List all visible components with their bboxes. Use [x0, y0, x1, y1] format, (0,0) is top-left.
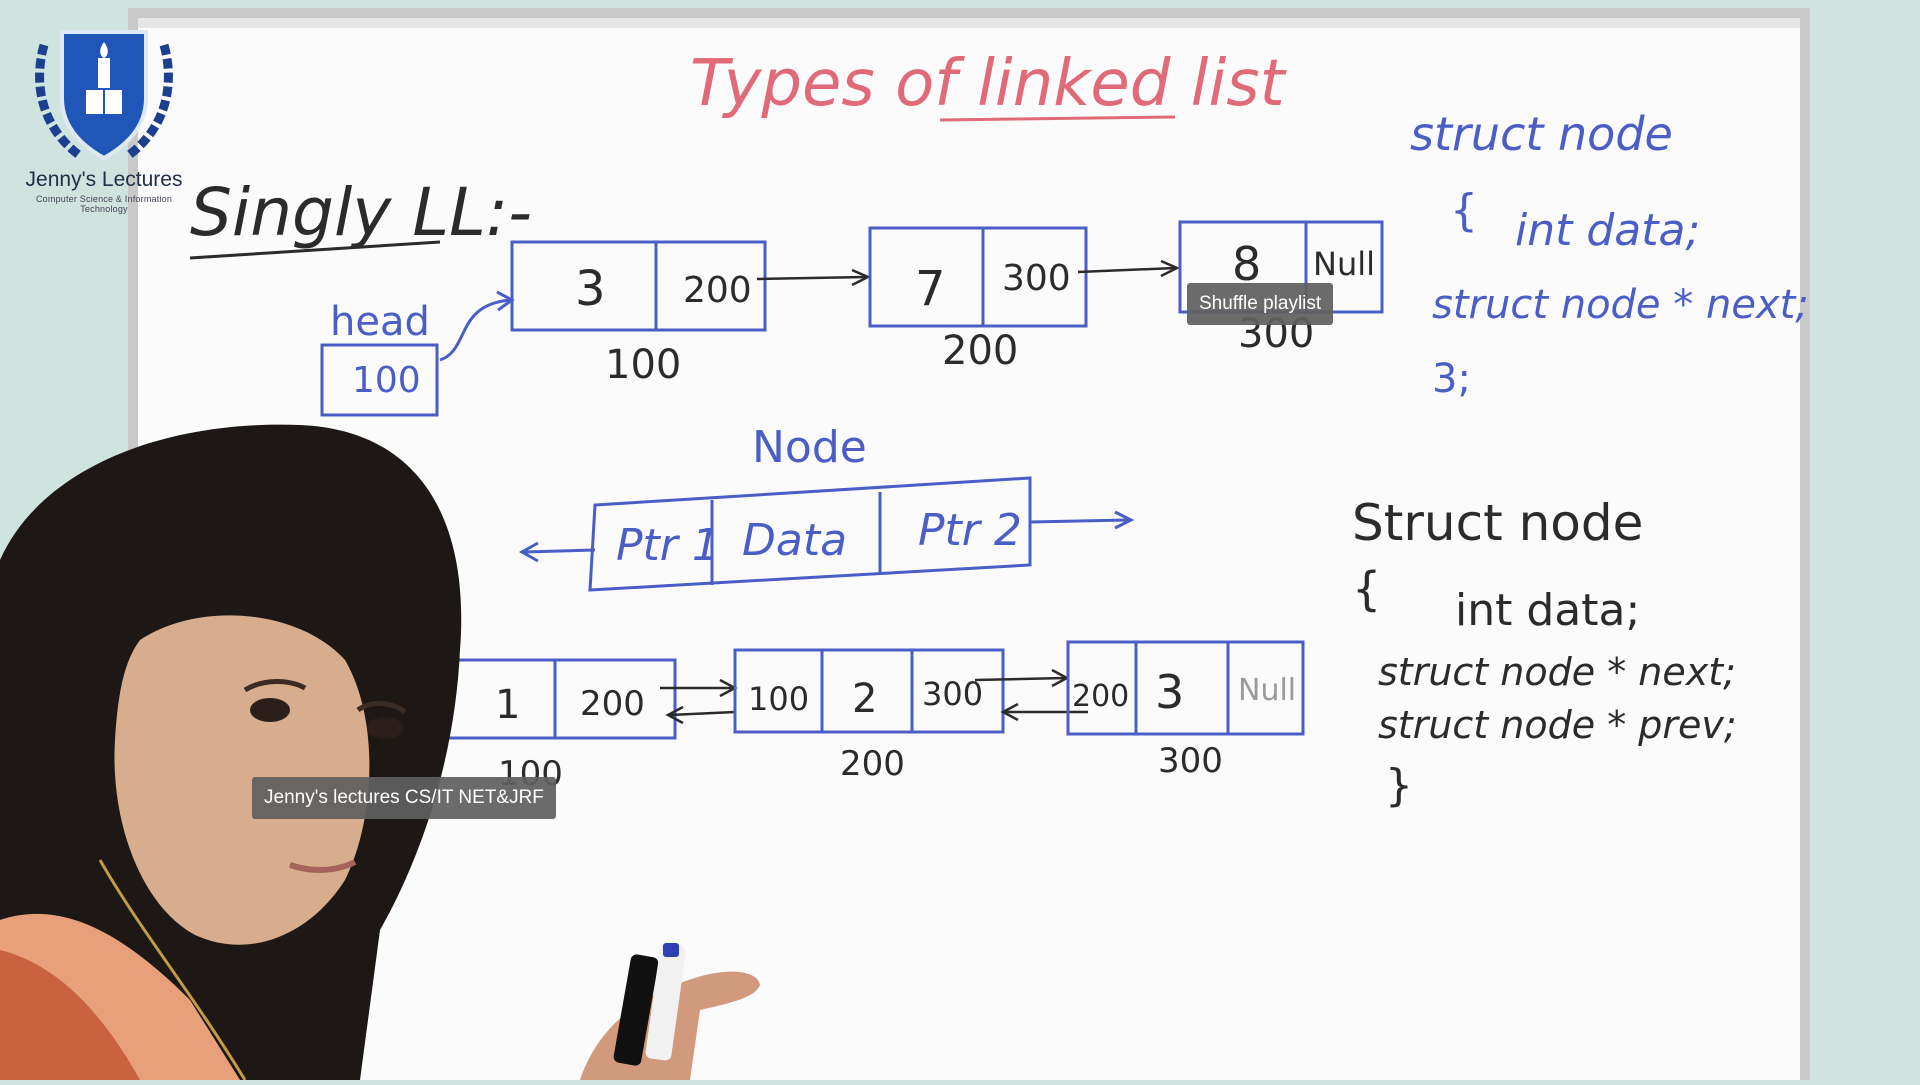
struct2-line-3: int data; [1455, 585, 1640, 636]
singly-node-1: 3 200 100 [510, 240, 767, 388]
struct-definition-1: struct node { int data; struct node * ne… [1410, 107, 1809, 402]
shuffle-playlist-tooltip: Shuffle playlist [1187, 283, 1334, 325]
doubly-node-2-data: 2 [852, 676, 877, 722]
head-value: 100 [352, 360, 421, 401]
board-title: Types of linked list [690, 47, 1288, 121]
doubly-node-3: 200 3 Null 300 [1066, 640, 1305, 781]
doubly-node-3-data: 3 [1155, 665, 1184, 719]
struct1-line-5: 3; [1432, 356, 1471, 402]
struct1-line-1: struct node [1410, 107, 1673, 161]
struct1-line-4: struct node * next; [1432, 282, 1809, 328]
presenter [0, 424, 462, 1081]
doubly-node-3-address: 300 [1158, 741, 1223, 781]
singly-node-2-data: 7 [915, 261, 946, 317]
node-label: Node [752, 422, 867, 473]
laurel-shield-icon [35, 30, 173, 161]
struct2-line-4: struct node * next; [1378, 650, 1736, 694]
section-label: Singly LL:- [190, 174, 532, 251]
struct1-line-2: { [1450, 185, 1478, 236]
doubly-node-1-next: 200 [580, 684, 645, 724]
singly-node-1-data: 3 [575, 261, 606, 317]
node-part-2: Data [742, 515, 847, 566]
doubly-node-3-prev: 200 [1072, 679, 1129, 714]
doubly-node-3-next: Null [1238, 673, 1296, 708]
singly-node-3-next: Null [1313, 245, 1375, 283]
struct1-line-3: int data; [1515, 205, 1700, 256]
singly-node-3-data: 8 [1232, 237, 1261, 291]
channel-logo[interactable]: Jenny's Lectures Computer Science & Info… [14, 20, 194, 214]
struct2-line-2: { [1352, 562, 1381, 616]
channel-name-tooltip: Jenny's lectures CS/IT NET&JRF [252, 777, 556, 819]
singly-node-2: 7 300 200 [868, 226, 1088, 374]
singly-node-2-address: 200 [942, 328, 1018, 374]
struct2-line-6: } [1385, 760, 1413, 811]
head-label: head [330, 299, 430, 345]
struct2-line-1: Struct node [1352, 494, 1643, 552]
node-part-1: Ptr 1 [616, 520, 720, 571]
node-part-3: Ptr 2 [918, 505, 1022, 556]
doubly-node-2-prev: 100 [748, 680, 809, 718]
singly-node-1-next: 200 [683, 270, 752, 311]
struct2-line-5: struct node * prev; [1378, 703, 1737, 747]
channel-logo-subtitle: Computer Science & Information Technolog… [35, 194, 173, 214]
generic-node: Ptr 1 Data Ptr 2 [588, 476, 1032, 592]
marker-hand [580, 943, 760, 1080]
struct-definition-2: Struct node { int data; struct node * ne… [1352, 494, 1737, 811]
doubly-node-1-data: 1 [495, 682, 520, 728]
singly-node-2-next: 300 [1002, 258, 1071, 299]
singly-node-1-address: 100 [605, 342, 681, 388]
doubly-node-2-next: 300 [922, 675, 983, 713]
doubly-node-2: 100 2 300 200 [733, 648, 1005, 784]
doubly-node-2-address: 200 [840, 744, 905, 784]
channel-logo-title: Jenny's Lectures [25, 168, 183, 191]
head-box [320, 343, 439, 417]
